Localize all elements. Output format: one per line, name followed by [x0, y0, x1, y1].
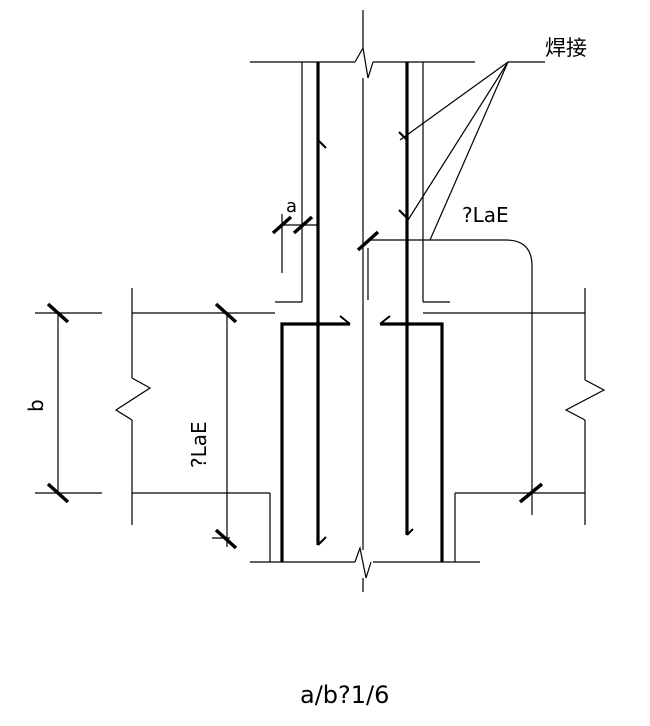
- beam-depth-dimension-b: b: [24, 302, 102, 504]
- anchor-length-label-left: ?LaE: [187, 421, 211, 468]
- anchor-length-label-top: ?LaE: [462, 203, 509, 227]
- rebars: [280, 62, 444, 562]
- offset-dimension-a: a: [271, 196, 318, 273]
- beam-depth-b-label: b: [24, 399, 48, 412]
- weld-leader-lines: 焊接: [399, 36, 587, 241]
- bar-hooks: [317, 131, 414, 546]
- offset-a-label: a: [286, 196, 297, 217]
- rebar-stirrup-right: [380, 322, 444, 562]
- anchor-dimension-top: ?LaE: [356, 203, 544, 515]
- anchor-dimension-left: ?LaE: [187, 302, 238, 550]
- rebar-stirrup-left: [280, 322, 350, 562]
- ratio-caption: a/b?1/6: [300, 681, 389, 709]
- floor-beam-outline: [114, 288, 606, 563]
- upper-column-outline: [250, 61, 475, 303]
- weld-label: 焊接: [545, 36, 587, 60]
- center-break-line: [354, 10, 374, 592]
